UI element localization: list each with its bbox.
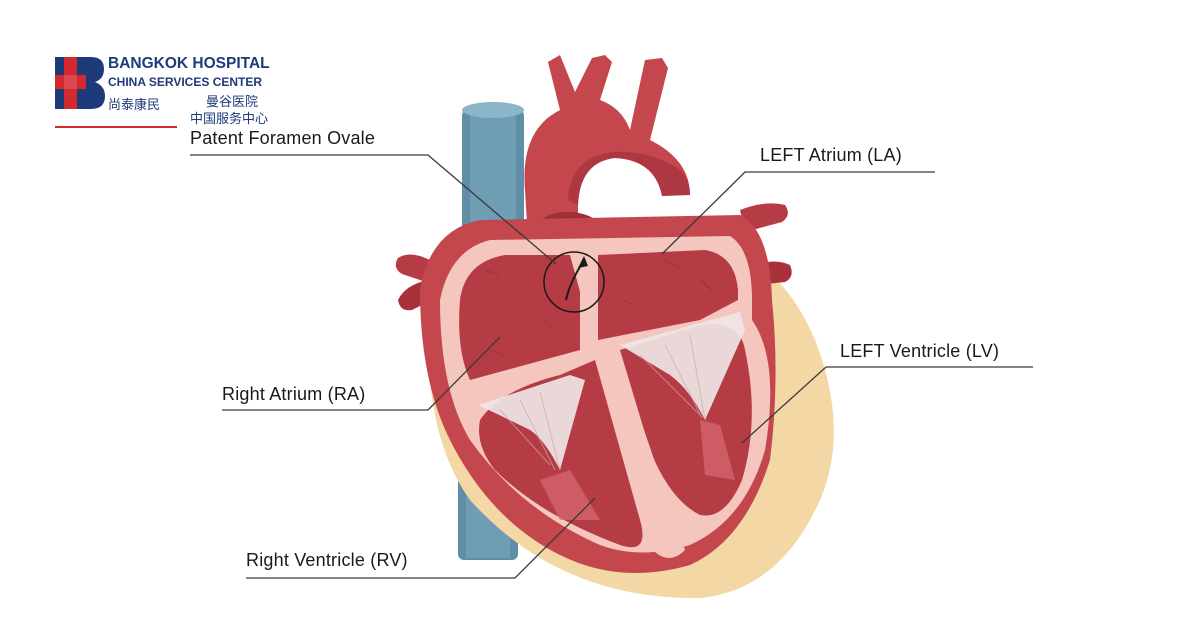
chamber-shading [484,259,713,357]
brand-underline [55,126,177,128]
atrial-septum [580,250,598,360]
leader-rv [246,497,596,579]
pfo-highlight-circle [543,251,605,313]
brand-name-line2: CHINA SERVICES CENTER [108,75,263,89]
hospital-logo-mark [55,57,105,109]
chordae-strands [499,334,706,471]
leader-la [661,171,935,255]
brand-name-line1: BANGKOK HOSPITAL [108,55,270,72]
right-atrium-chamber [459,255,585,380]
pfo-arrowhead [578,256,588,268]
papillary-muscle-lv [700,420,735,480]
label-patent-foramen-ovale: Patent Foramen Ovale [190,128,376,148]
leader-ra [222,336,501,411]
leader-pfo [190,154,557,265]
brand-cn-right-2: 中国服务中心 [190,111,269,126]
label-left-ventricle: LEFT Ventricle (LV) [840,341,1000,361]
left-atrium-chamber [595,250,738,340]
label-left-atrium: LEFT Atrium (LA) [760,145,902,165]
aorta [524,55,690,240]
label-right-ventricle: Right Ventricle (RV) [246,550,408,570]
brand-cn-left: 尚泰康民 [108,97,161,112]
label-right-atrium: Right Atrium (RA) [222,384,366,404]
ventricular-septum [592,345,685,559]
leader-lines [190,154,1033,579]
brand-cn-right-1: 曼谷医院 [206,94,259,109]
leader-lv [741,366,1033,444]
